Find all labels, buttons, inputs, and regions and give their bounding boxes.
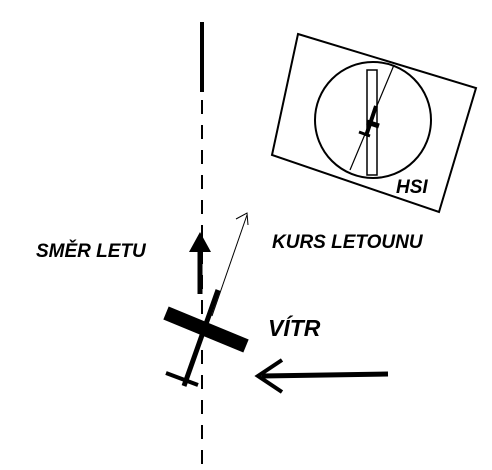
aircraft-heading-label: KURS LETOUNU — [272, 232, 424, 253]
heading-arrow — [211, 212, 249, 317]
wind-label: VÍTR — [268, 314, 321, 341]
aircraft-icon — [163, 289, 249, 387]
hsi-frame — [270, 32, 478, 214]
flight-direction-arrow — [189, 232, 211, 294]
hsi-aircraft-symbol-icon — [358, 105, 380, 138]
hsi-instrument — [270, 32, 478, 214]
hsi-compass-card — [314, 61, 432, 179]
hsi-label: HSI — [396, 177, 428, 198]
wind-arrow — [254, 358, 389, 394]
flight-direction-label: SMĚR LETU — [36, 240, 147, 262]
